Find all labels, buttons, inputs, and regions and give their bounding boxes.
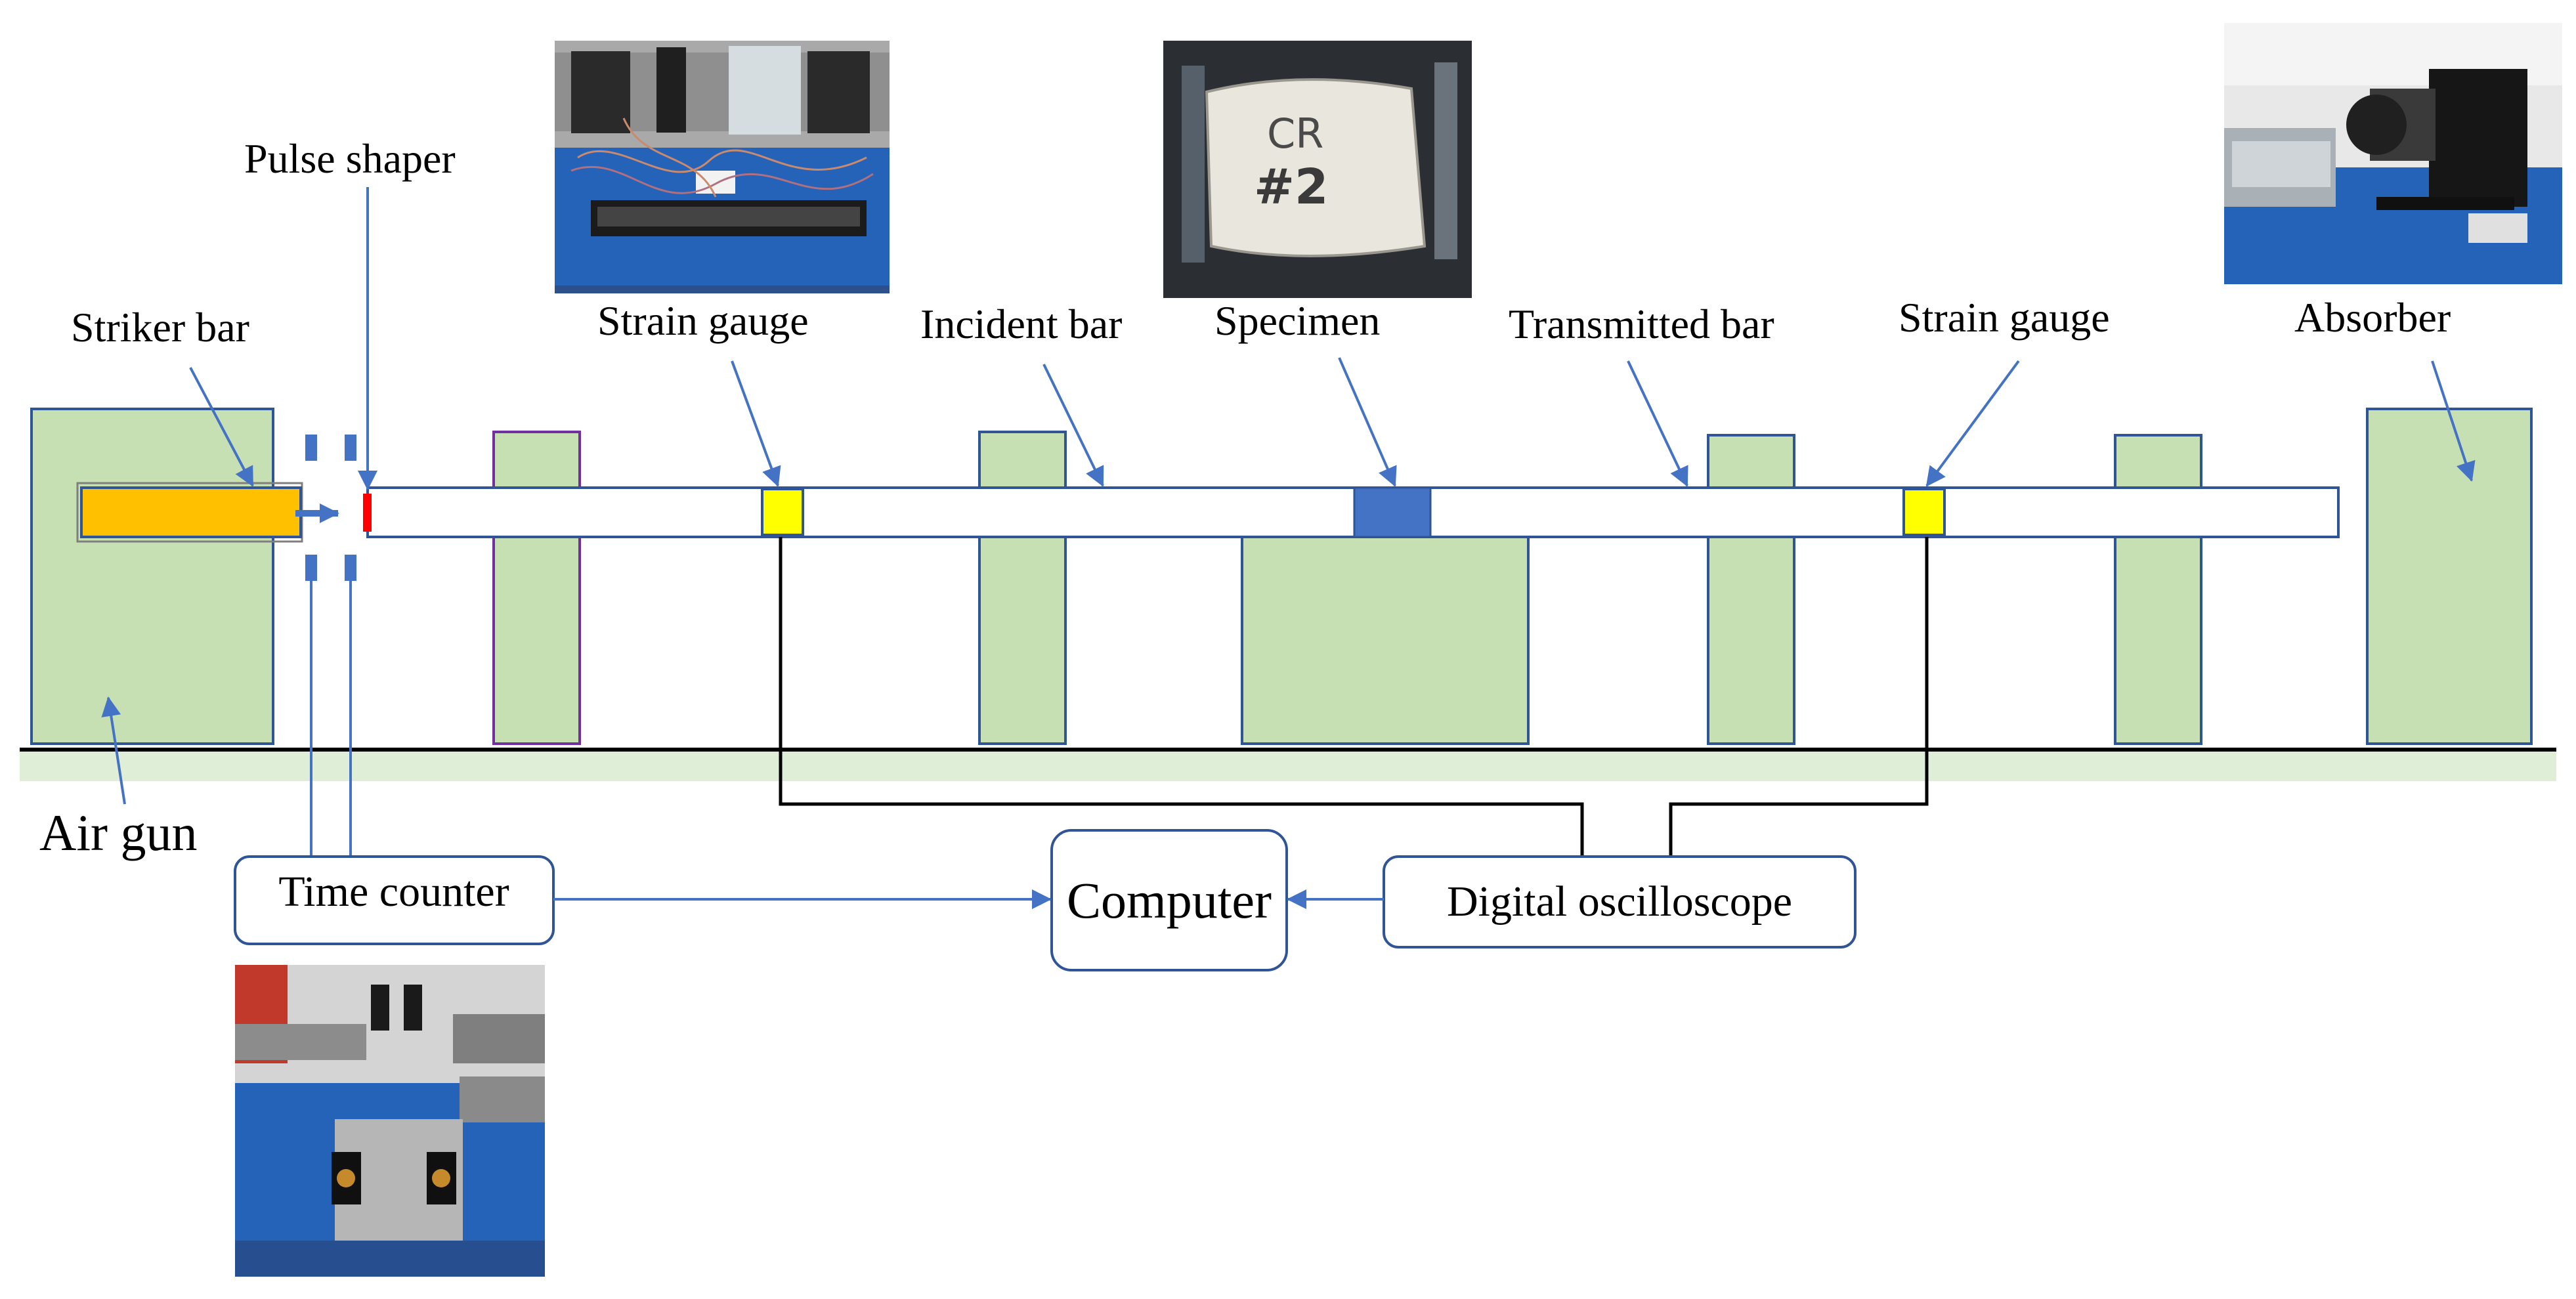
wire-gauge-1 — [779, 537, 1584, 857]
ground-strip — [20, 750, 2556, 781]
pointer-incident-bar — [1042, 364, 1104, 487]
label-striker-bar: Striker bar — [71, 304, 249, 351]
support-3 — [1707, 434, 1795, 745]
absorber-photo — [2224, 23, 2562, 284]
support-4 — [2114, 434, 2202, 745]
striker-bar — [80, 486, 302, 538]
computer-label: Computer — [1067, 872, 1272, 929]
label-specimen: Specimen — [1214, 297, 1380, 344]
label-pulse-shaper: Pulse shaper — [244, 135, 456, 182]
pointer-strain-gauge-2 — [1925, 360, 2020, 487]
sensor-top-1 — [305, 435, 317, 461]
pointer-air-gun — [101, 696, 126, 805]
wire-gauge-2 — [1669, 537, 1929, 857]
label-strain-gauge-2: Strain gauge — [1899, 294, 2110, 341]
sensor-top-2 — [345, 435, 356, 461]
time-counter-photo — [235, 965, 545, 1277]
label-incident-bar: Incident bar — [920, 301, 1122, 347]
label-transmitted-bar: Transmitted bar — [1509, 301, 1774, 347]
sensor-bottom-1 — [305, 555, 317, 581]
time-counter-label: Time counter — [278, 868, 509, 916]
oscilloscope-box — [1383, 855, 1857, 948]
pointer-striker — [189, 367, 254, 487]
strain-gauge-1 — [761, 488, 804, 536]
specimen — [1353, 486, 1432, 538]
label-absorber: Absorber — [2294, 294, 2451, 341]
pointer-strain-gauge-1 — [731, 360, 781, 487]
specimen-marking-number: #2 — [1254, 159, 1329, 215]
sensor-bottom-2 — [345, 555, 356, 581]
label-strain-gauge-1: Strain gauge — [597, 297, 809, 344]
support-1 — [492, 431, 581, 745]
absorber-block — [2366, 408, 2533, 745]
bar — [366, 486, 2340, 538]
specimen-photo: CR #2 — [1163, 41, 1472, 298]
support-specimen — [1241, 530, 1530, 745]
oscilloscope-label: Digital oscilloscope — [1447, 878, 1792, 926]
label-air-gun: Air gun — [39, 804, 197, 861]
specimen-marking-cr: CR — [1267, 110, 1323, 158]
pointer-transmitted-bar — [1627, 360, 1688, 487]
support-2 — [978, 431, 1067, 745]
strain-gauge-2 — [1902, 488, 1946, 536]
strain-gauge-photo — [555, 41, 890, 293]
pointer-specimen — [1338, 357, 1397, 487]
pulse-shaper — [363, 494, 372, 532]
air-gun-block — [30, 408, 274, 745]
pointer-absorber — [2431, 360, 2476, 482]
